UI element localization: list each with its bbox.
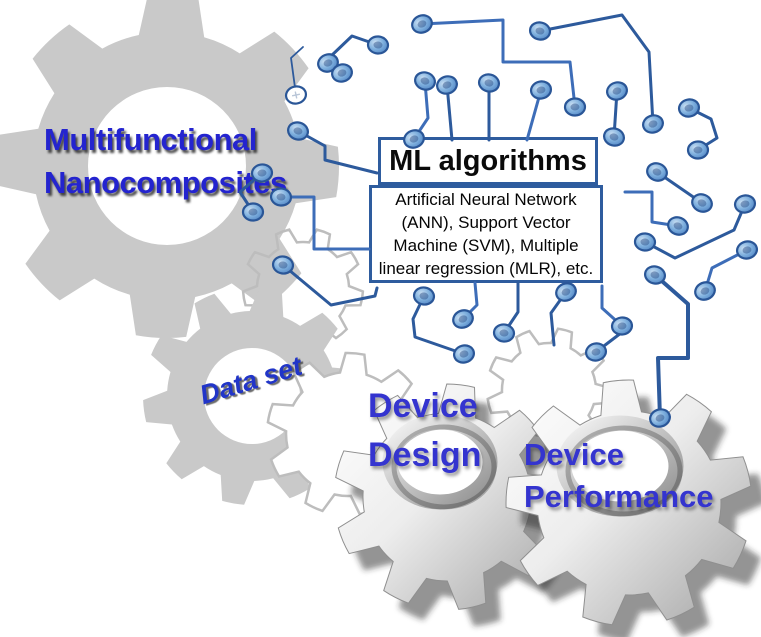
gear-hub-shadow (391, 424, 497, 510)
ml-algorithms-title: ML algorithms (389, 144, 587, 177)
device-performance-label: Device Performance (524, 437, 714, 514)
gear-hub-ring (556, 415, 684, 517)
ml-algorithms-body-box: Artificial Neural Network (ANN), Support… (369, 185, 603, 283)
device-design-label: Device Design (368, 387, 482, 474)
gear-hub-shadow (565, 425, 683, 517)
nanocomposites-label: Multifunctional Nanocomposites (44, 122, 287, 200)
gear-hole (88, 87, 246, 245)
ml-algorithms-body-text: Artificial Neural Network (ANN), Support… (378, 190, 594, 278)
gear-hub-ring (382, 414, 498, 510)
ml-algorithms-title-box: ML algorithms (378, 137, 598, 185)
